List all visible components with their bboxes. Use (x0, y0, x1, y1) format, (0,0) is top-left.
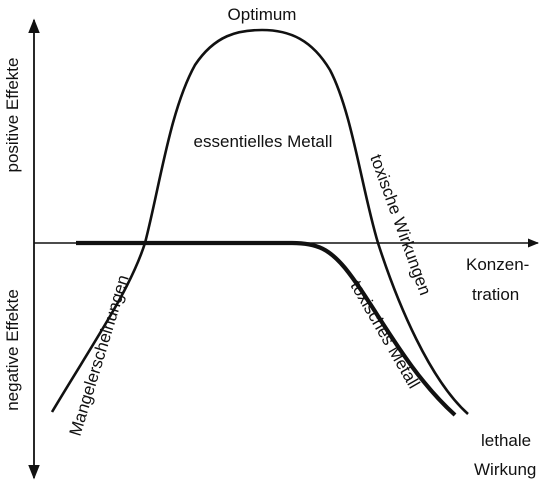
negative-effects-label: negative Effekte (3, 289, 22, 411)
toxic-effects-label: toxische Wirkungen (366, 152, 435, 298)
toxic-metal-label: toxisches Metall (347, 278, 424, 392)
concentration-label-line1: Konzen- (466, 255, 529, 274)
lethal-effect-label-line2: Wirkung (474, 460, 536, 479)
toxic-metal-curve (76, 240, 457, 417)
lethal-effect-label-line1: lethale (481, 431, 531, 450)
deficiency-symptoms-label: Mangelerscheinungen (66, 273, 133, 439)
optimum-label: Optimum (228, 5, 297, 24)
concentration-label-line2: tration (472, 285, 519, 304)
positive-effects-label: positive Effekte (3, 58, 22, 173)
essential-metal-label: essentielles Metall (194, 132, 333, 151)
